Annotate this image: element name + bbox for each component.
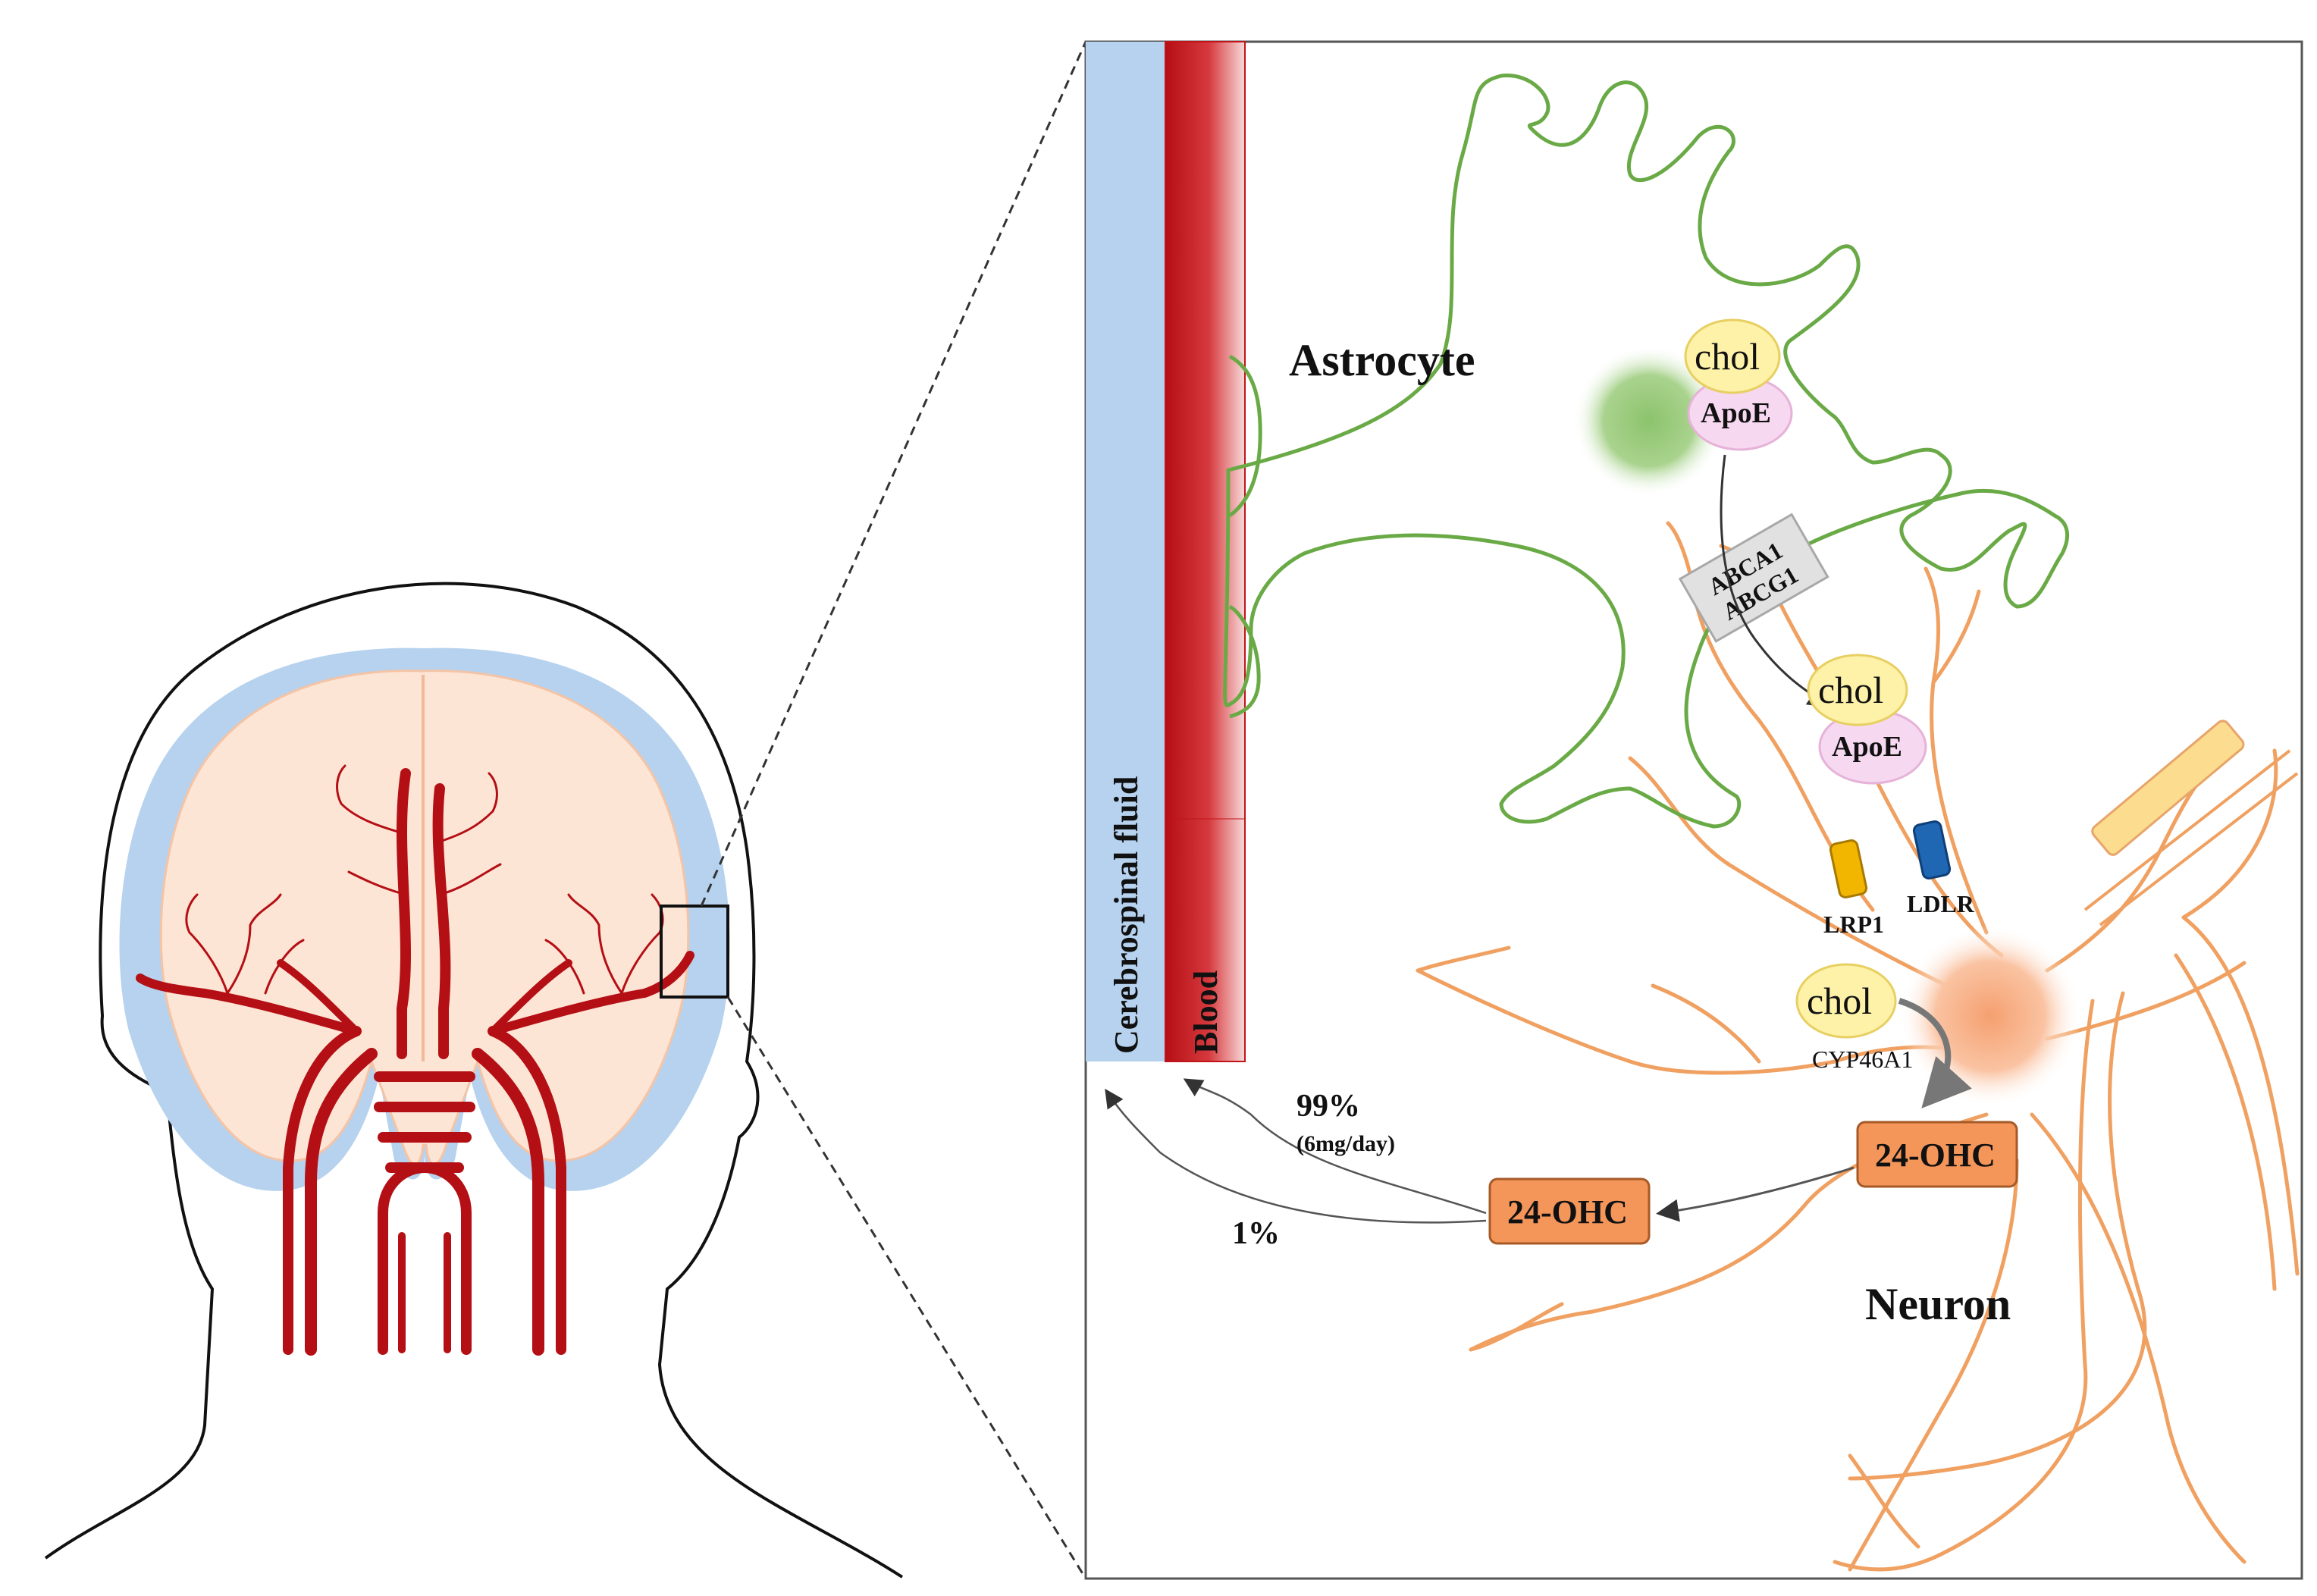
lrp1-label: LRP1 xyxy=(1823,911,1884,938)
ohc-neuron-box: 24-OHC xyxy=(1856,1121,2018,1188)
blood-percent-label: 99% xyxy=(1296,1089,1360,1124)
ohc-released-label: 24-OHC xyxy=(1507,1193,1628,1231)
chol-apoe-complex-1: chol ApoE xyxy=(1684,318,1793,451)
detail-panel: Cerebrospinal fluid Blood xyxy=(1084,40,2303,1580)
apoe-label-2: ApoE xyxy=(1832,731,1902,763)
blood-rate-label: (6mg/day) xyxy=(1296,1131,1395,1156)
zoom-line-top xyxy=(700,41,1087,907)
head-illustration xyxy=(44,582,904,1579)
csf-percent-label: 1% xyxy=(1232,1216,1280,1251)
csf-arrow xyxy=(1105,1088,1487,1224)
chol-label-3: chol xyxy=(1807,980,1872,1022)
csf-label: Cerebrospinal fluid xyxy=(1108,776,1145,1054)
detail-panel-frame xyxy=(1084,40,2303,1580)
chol-neuron: chol xyxy=(1795,963,1897,1039)
ldlr-label: LDLR xyxy=(1907,890,1975,917)
ohc-efflux-arrow xyxy=(1656,1166,1855,1222)
zoom-line-bottom xyxy=(726,996,1087,1579)
chol-apoe-complex-2: chol ApoE xyxy=(1807,654,1927,785)
apoe-label-1: ApoE xyxy=(1701,397,1771,429)
lrp1-receptor: LRP1 xyxy=(1823,839,1884,938)
astrocyte-nucleus xyxy=(1573,345,1725,497)
head-outline xyxy=(44,582,904,1579)
csf-bar xyxy=(1086,42,1165,1061)
cyp46a1-arrow xyxy=(1898,998,1972,1108)
chol-label-2: chol xyxy=(1818,669,1883,711)
efflux-arrow xyxy=(1720,454,1831,708)
ldlr-receptor: LDLR xyxy=(1907,820,1975,917)
neuron-axon xyxy=(2083,720,2299,927)
ohc-released-box: 24-OHC xyxy=(1488,1177,1651,1245)
chol-label-1: chol xyxy=(1695,335,1760,378)
blood-arrow xyxy=(1183,1078,1487,1215)
neuron-label: Neuron xyxy=(1865,1279,2011,1329)
neuron-cell xyxy=(1416,521,2300,1572)
cyp46a1-label: CYP46A1 xyxy=(1812,1046,1913,1073)
blood-bar xyxy=(1165,41,1246,1062)
cerebral-arteries xyxy=(136,764,694,1356)
blood-label: Blood xyxy=(1187,970,1224,1054)
zoom-region-box xyxy=(660,905,729,999)
astrocyte-cell xyxy=(1223,74,2070,829)
astrocyte-label: Astrocyte xyxy=(1289,335,1475,385)
ohc-neuron-label: 24-OHC xyxy=(1875,1137,1996,1174)
